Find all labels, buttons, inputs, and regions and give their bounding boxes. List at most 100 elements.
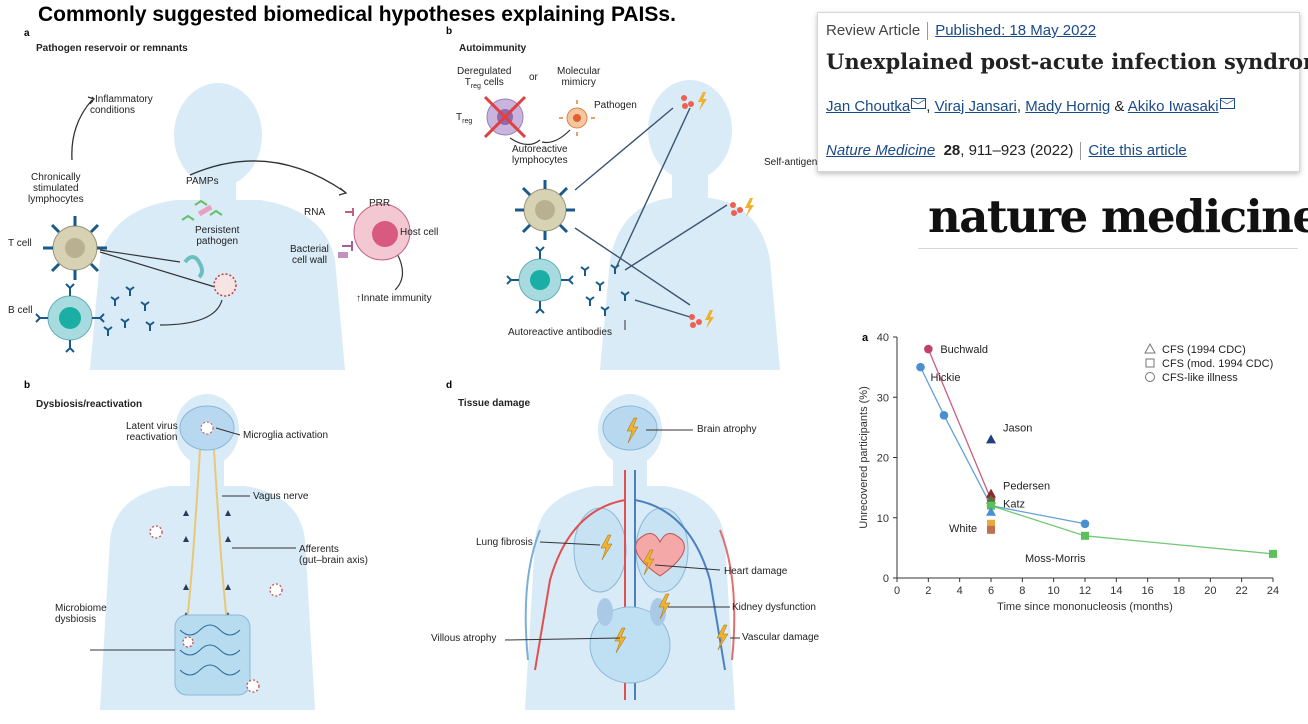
chart-point — [986, 506, 996, 516]
chart-x-tick-label: 8 — [1019, 585, 1025, 597]
chart-series-line — [919, 366, 1086, 525]
chart-x-tick-label: 0 — [894, 585, 900, 597]
chart-series-label: Buchwald — [940, 344, 988, 356]
chart-point — [1080, 519, 1090, 529]
label-persistent: Persistent pathogen — [195, 225, 240, 247]
label-rna: RNA — [304, 207, 326, 218]
article-type: Review Article — [826, 22, 921, 39]
label-inflammatory: ↑Inflammatory conditions — [90, 94, 153, 116]
pages: , 911–923 (2022) — [960, 142, 1074, 159]
chart-point — [939, 411, 949, 420]
chart-series-line — [990, 505, 1274, 555]
label-pamps: PAMPs — [186, 176, 219, 187]
label-kidney-dysfunction: Kidney dysfunction — [732, 602, 816, 613]
label-t-cell: T cell — [8, 238, 32, 249]
chart-x-tick-label: 10 — [1048, 585, 1060, 597]
label-latent-virus: Latent virus reactivation — [126, 421, 178, 443]
chart-legend-marker — [1145, 358, 1155, 368]
article-meta-row: Review Article Published: 18 May 2022 — [826, 22, 1097, 41]
chart-point — [1269, 549, 1277, 558]
label-pathogen: Pathogen — [594, 100, 637, 111]
panel-d-heading: Tissue damage — [458, 398, 531, 409]
label-heart-damage: Heart damage — [724, 566, 788, 577]
chart-x-tick-label: 24 — [1267, 585, 1279, 597]
chart-y-tick-label: 10 — [877, 513, 889, 525]
label-prr: PRR — [369, 198, 391, 209]
logo-divider — [918, 248, 1298, 249]
chart-x-tick-label: 12 — [1079, 585, 1091, 597]
panel-b-dys-illustration — [90, 394, 315, 710]
chart-panel-letter: a — [862, 332, 869, 344]
cite-this-article-link[interactable]: Cite this article — [1088, 142, 1187, 159]
label-treg: Treg — [456, 112, 473, 125]
chart-y-tick-label: 40 — [877, 332, 889, 344]
email-icon[interactable] — [911, 98, 927, 109]
panel-b-dys-letter: b — [24, 380, 31, 391]
chart-series-label: Katz — [1003, 499, 1025, 511]
article-card: Review Article Published: 18 May 2022 Une… — [817, 12, 1308, 172]
author-link[interactable]: Akiko Iwasaki — [1127, 98, 1219, 115]
chart-y-tick-label: 20 — [877, 453, 889, 465]
label-villous-atrophy: Villous atrophy — [431, 633, 497, 644]
chart-y-tick-label: 30 — [877, 392, 889, 404]
panel-b-auto-heading: Autoimmunity — [459, 43, 527, 54]
slide-title: Commonly suggested biomedical hypotheses… — [38, 3, 676, 26]
chart-x-tick-label: 4 — [957, 585, 963, 597]
panel-a-illustration — [35, 83, 411, 370]
nature-medicine-logo: nature medicine — [928, 190, 1308, 243]
author-link[interactable]: Viraj Jansari — [934, 98, 1017, 115]
label-lung-fibrosis: Lung fibrosis — [476, 537, 533, 548]
label-dereg: Deregulated Treg cells — [457, 66, 512, 90]
chart-y-axis-label: Unrecovered participants (%) — [858, 386, 870, 528]
article-title: Unexplained post-acute infection syndrom… — [826, 49, 1308, 74]
label-chronic: Chronically stimulated lymphocytes — [28, 172, 84, 205]
chart-point — [986, 494, 996, 504]
citation-row: Nature Medicine 28, 911–923 (2022) Cite t… — [826, 142, 1187, 161]
chart-x-tick-label: 16 — [1142, 585, 1154, 597]
label-autoreactive-lymphocytes: Autoreactive lymphocytes — [512, 144, 568, 166]
chart-series-label: Hickie — [931, 372, 961, 384]
chart-point — [986, 434, 996, 444]
label-vagus: Vagus nerve — [253, 491, 309, 502]
label-b-cell: B cell — [8, 305, 33, 316]
chart-point — [924, 344, 933, 354]
label-innate: ↑Innate immunity — [356, 293, 432, 304]
chart-series-label: Moss-Morris — [1025, 553, 1086, 565]
author-link[interactable]: Mady Hornig — [1025, 98, 1111, 115]
author-link[interactable]: Jan Choutka — [826, 98, 911, 115]
chart-x-tick-label: 22 — [1236, 585, 1248, 597]
author-ampersand: & — [1114, 98, 1125, 115]
journal-link[interactable]: Nature Medicine — [826, 142, 936, 159]
published-date-link[interactable]: Published: 18 May 2022 — [935, 22, 1097, 39]
label-mimicry: Molecular mimicry — [557, 66, 601, 88]
chart-x-tick-label: 14 — [1110, 585, 1122, 597]
chart-legend-marker — [1145, 372, 1155, 382]
label-microbiome: Microbiome dysbiosis — [55, 603, 107, 625]
chart-point — [987, 525, 995, 534]
author-list: Jan Choutka, Viraj Jansari, Mady Hornig … — [826, 98, 1235, 115]
chart-legend-label: CFS-like illness — [1162, 372, 1238, 384]
label-self-antigen: Self-antigen — [764, 157, 818, 168]
chart-point — [987, 501, 995, 510]
chart-x-tick-label: 6 — [988, 585, 994, 597]
chart-series-label: Jason — [1003, 422, 1032, 434]
panel-d-letter: d — [446, 380, 453, 391]
label-or: or — [529, 72, 538, 83]
volume: 28 — [943, 142, 961, 159]
panel-b-auto-illustration — [483, 80, 780, 370]
panel-d-illustration — [504, 394, 740, 710]
chart-series-label: Pedersen — [1003, 481, 1050, 493]
chart-point — [916, 362, 925, 372]
chart-series: BuchwaldHickieJasonPedersenKatzWhiteMoss… — [916, 344, 1277, 565]
chart-point — [1081, 531, 1089, 540]
label-autoreactive-antibodies: Autoreactive antibodies — [508, 327, 612, 338]
chart-series-line — [927, 348, 992, 500]
label-brain-atrophy: Brain atrophy — [697, 424, 757, 435]
chart-point — [987, 519, 995, 528]
chart-x-tick-label: 20 — [1204, 585, 1216, 597]
chart-point — [986, 488, 996, 498]
chart-legend: CFS (1994 CDC)CFS (mod. 1994 CDC)CFS-lik… — [1144, 342, 1273, 384]
label-microglia: Microglia activation — [243, 430, 329, 441]
email-icon[interactable] — [1219, 98, 1235, 109]
